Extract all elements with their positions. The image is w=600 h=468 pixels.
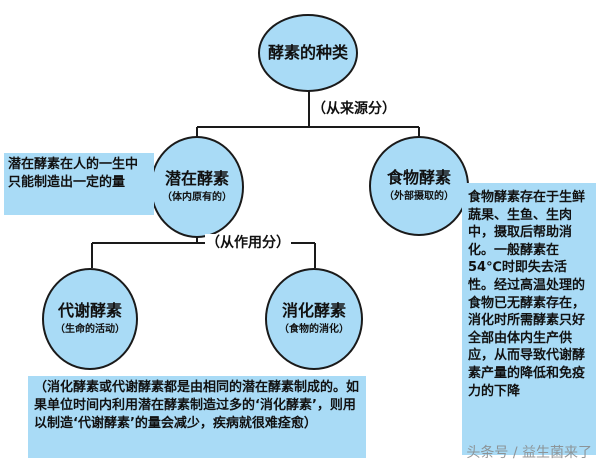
- node-metabolic-enzyme: 代谢酵素 （生命的活动）: [42, 268, 138, 370]
- node-enzyme-types-title: 酵素的种类: [267, 43, 348, 62]
- node-digestive-enzyme-title: 消化酵素: [281, 301, 346, 320]
- node-metabolic-enzyme-title: 代谢酵素: [57, 301, 122, 320]
- edge-label-by-source: （从来源分）: [311, 100, 397, 118]
- node-food-enzyme: 食物酵素 （外部摄取的）: [369, 136, 469, 236]
- node-latent-enzyme-title: 潜在酵素: [164, 169, 229, 188]
- node-digestive-enzyme: 消化酵素 （食物的消化）: [265, 268, 363, 370]
- node-latent-enzyme: 潜在酵素 （体内原有的）: [150, 136, 244, 238]
- node-food-enzyme-title: 食物酵素: [386, 168, 451, 187]
- node-enzyme-types: 酵素的种类: [258, 14, 358, 92]
- node-latent-enzyme-subtitle: （体内原有的）: [162, 192, 232, 203]
- note-latent-limit: 潜在酵素在人的一生中只能制造出一定的量: [4, 153, 154, 215]
- edge-label-by-function: （从作用分）: [205, 234, 291, 252]
- node-metabolic-enzyme-subtitle: （生命的活动）: [55, 324, 125, 335]
- node-digestive-enzyme-subtitle: （食物的消化）: [279, 324, 349, 335]
- watermark: 头条号 / 益生菌来了: [466, 445, 592, 461]
- note-food-enzyme-info: 食物酵素存在于生鲜蔬果、生鱼、生肉中，摄取后帮助消化。一般酵素在54℃时即失去活…: [462, 183, 596, 455]
- node-food-enzyme-subtitle: （外部摄取的）: [384, 191, 454, 202]
- note-shared-source: （消化酵素或代谢酵素都是由相同的潜在酵素制成的。如果单位时间内利用潜在酵素制造过…: [28, 376, 366, 458]
